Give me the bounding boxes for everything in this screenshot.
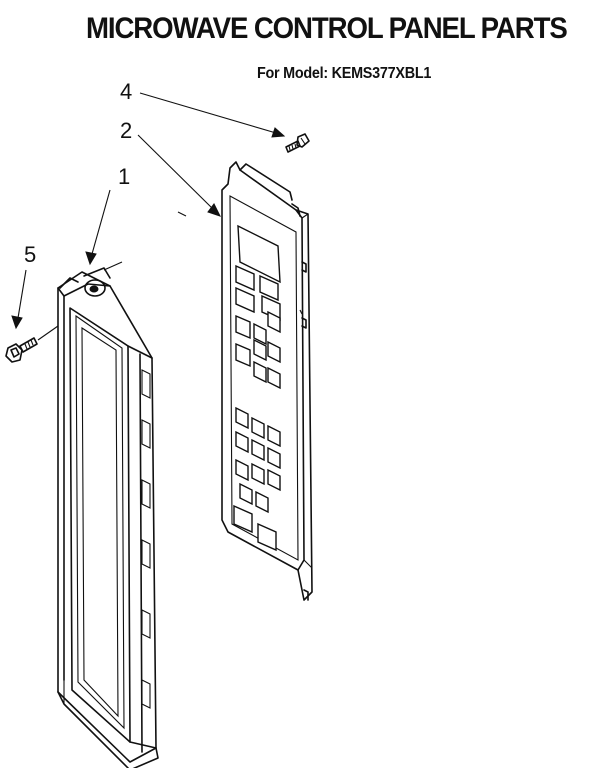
control-panel-part-2 bbox=[221, 161, 313, 601]
leader-lines bbox=[11, 92, 303, 341]
callout-1: 1 bbox=[118, 164, 130, 189]
callout-5: 5 bbox=[24, 242, 36, 267]
screw-part-4 bbox=[285, 133, 310, 153]
callout-2: 2 bbox=[120, 118, 132, 143]
model-label: For Model: KEMS377XBL1 bbox=[257, 65, 432, 82]
frame-part-1 bbox=[57, 267, 159, 768]
diagram-title: MICROWAVE CONTROL PANEL PARTS bbox=[86, 12, 568, 45]
screw-part-5 bbox=[5, 337, 38, 363]
callout-4: 4 bbox=[120, 79, 132, 104]
